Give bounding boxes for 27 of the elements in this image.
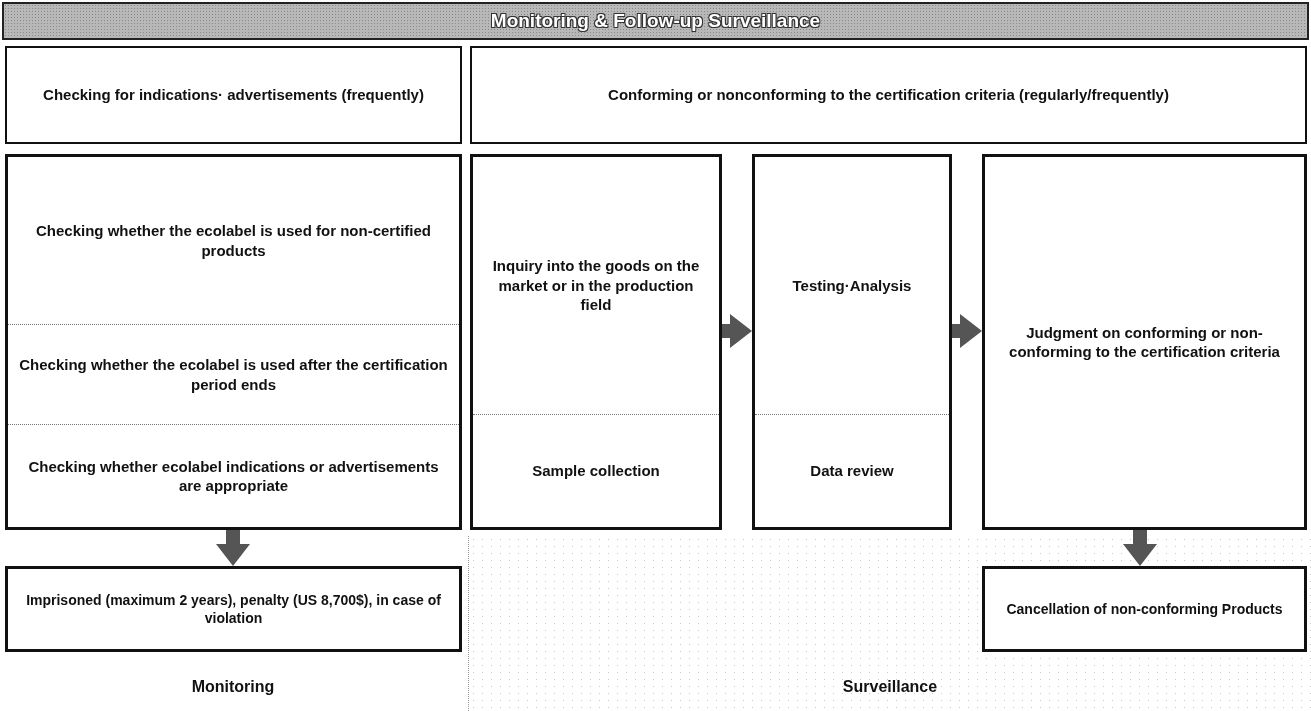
box-text: Checking whether the ecolabel is used after the certification period ends [18, 355, 449, 395]
text-box [5, 566, 462, 652]
box-text: Checking whether the ecolabel is used for non-certified products [34, 221, 433, 261]
block-arrow [722, 314, 752, 348]
box-text: Testing·Analysis [792, 275, 912, 296]
box-text: Cancellation of non-conforming Products [1006, 599, 1283, 619]
text-box [470, 46, 1307, 144]
text-box [752, 154, 952, 530]
box-text: Checking whether ecolabel indications or advertisements are appropriate [27, 456, 440, 496]
title: Monitoring & Follow-up Surveillance [490, 10, 821, 32]
box-text: Conforming or nonconforming to the certification criteria (regularly/frequently) [608, 85, 1169, 105]
box-text: Sample collection [532, 461, 660, 481]
text-box [982, 154, 1307, 530]
box-text: Imprisoned (maximum 2 years), penalty (US 8,700$), in case of violation [25, 590, 442, 628]
text-box [982, 566, 1307, 652]
block-arrow [1123, 530, 1157, 566]
text-box [5, 154, 462, 530]
box-text: Data review [810, 461, 894, 481]
text-box [470, 154, 722, 530]
box-text: Checking for indications· advertisements (frequently) [43, 85, 424, 105]
column-label: Monitoring [191, 678, 275, 696]
block-arrow [952, 314, 982, 348]
text-box [5, 46, 462, 144]
column-label: Surveillance [842, 678, 938, 696]
box-text: Inquiry into the goods on the market or in the production field [491, 256, 701, 315]
block-arrow [216, 530, 250, 566]
box-text: Judgment on conforming or non-conforming to the certification criteria [1008, 322, 1281, 362]
